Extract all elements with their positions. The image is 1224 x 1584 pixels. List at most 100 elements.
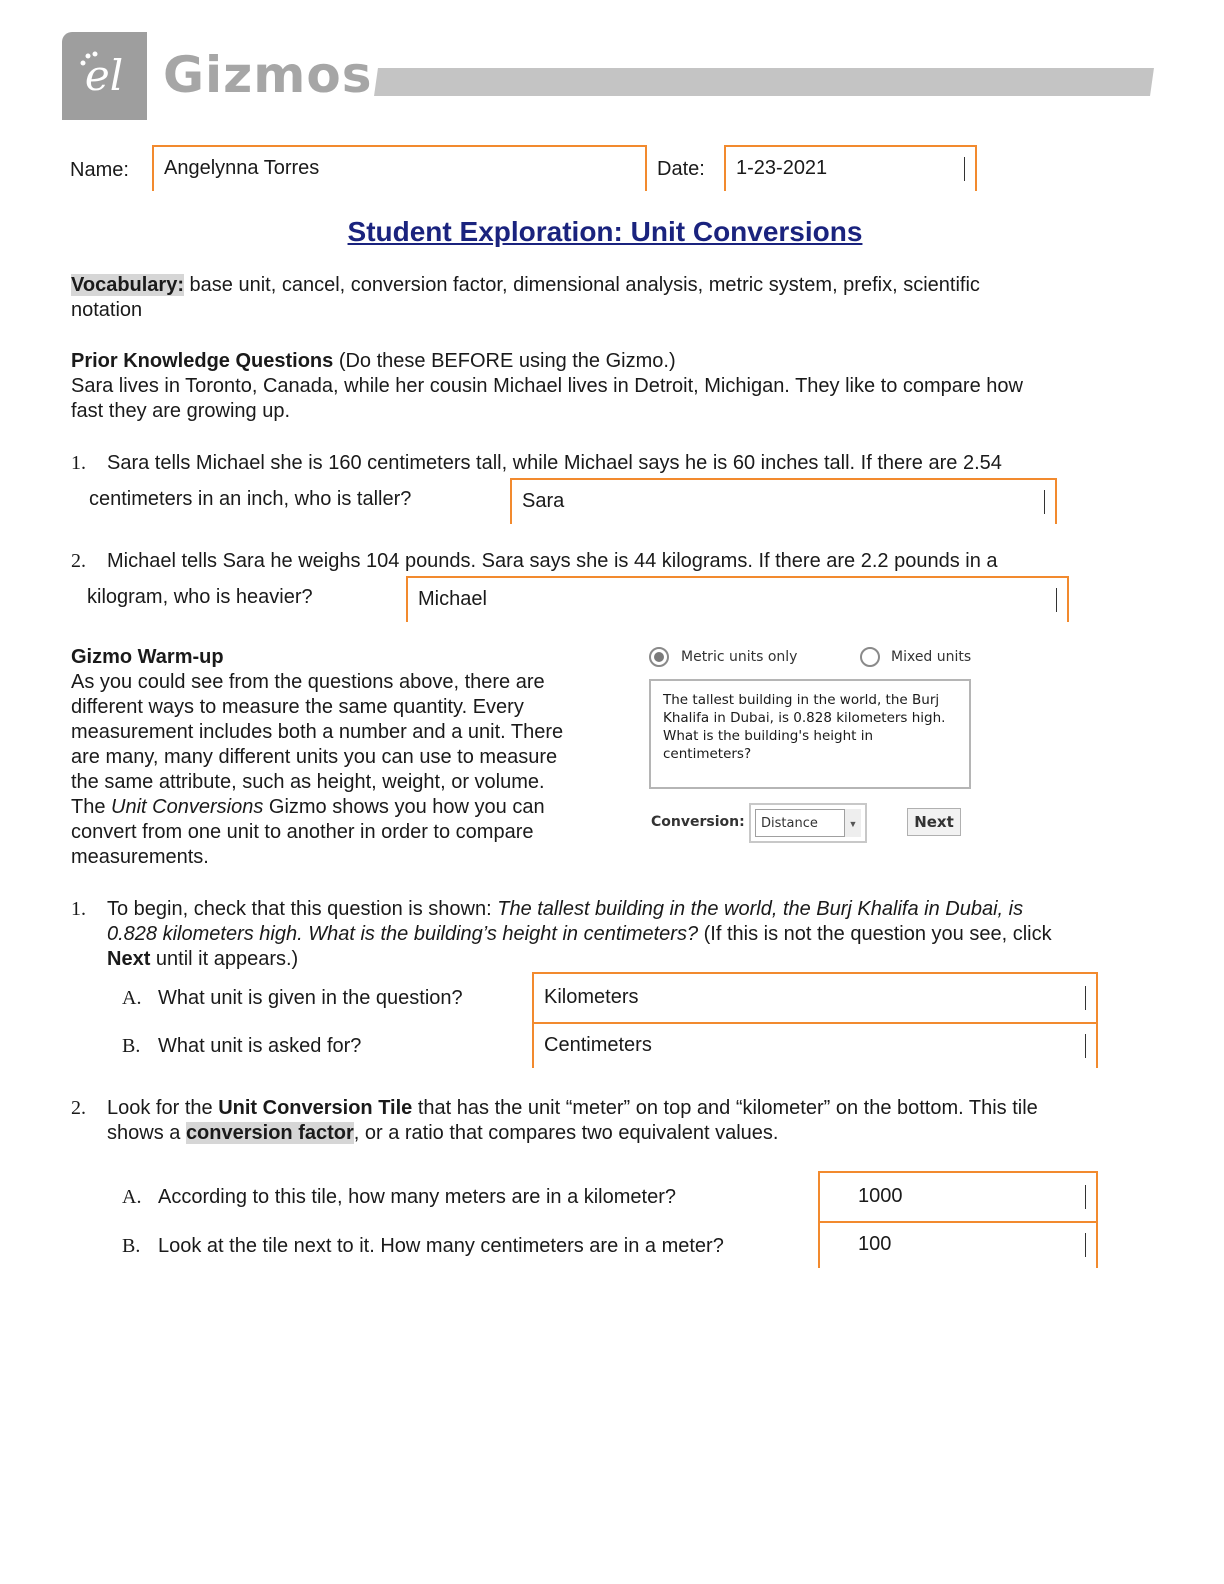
- date-label: Date:: [657, 158, 705, 180]
- prior-q1-answer-field[interactable]: Sara: [510, 478, 1057, 524]
- warmup-section: Gizmo Warm-up As you could see from the …: [71, 645, 631, 870]
- question-2-number: 2.: [71, 1097, 86, 1119]
- vocabulary-section: Vocabulary: base unit, cancel, conversio…: [71, 273, 1171, 323]
- warmup-line: measurements.: [71, 846, 209, 868]
- name-label: Name:: [70, 159, 129, 181]
- question-1-number: 1.: [71, 898, 86, 920]
- prior-q2-answer: Michael: [418, 588, 487, 610]
- prior-heading: Prior Knowledge Questions: [71, 350, 334, 372]
- question-2b-text: Look at the tile next to it. How many ce…: [158, 1235, 724, 1257]
- question-1b-answer-field[interactable]: Centimeters: [534, 1022, 1096, 1068]
- vocabulary-label: Vocabulary:: [71, 274, 184, 296]
- conversion-label: Conversion:: [651, 814, 745, 830]
- question-1a-text: What unit is given in the question?: [158, 987, 463, 1009]
- conversion-select-value: Distance: [761, 816, 818, 831]
- question-2-text-end: , or a ratio that compares two equivalen…: [353, 1122, 779, 1144]
- explorelearning-logo-icon: el: [80, 51, 123, 100]
- question-2a: A.According to this tile, how many meter…: [122, 1185, 676, 1210]
- question-2-answer-table: 1000 100: [818, 1171, 1098, 1268]
- question-2-text-cont: that has the unit “meter” on top and “ki…: [412, 1097, 1038, 1119]
- prior-intro-cont: fast they are growing up.: [71, 400, 291, 422]
- text-caret: [1044, 490, 1045, 514]
- date-field[interactable]: 1-23-2021: [724, 145, 977, 191]
- prior-q2-text: Michael tells Sara he weighs 104 pounds.…: [107, 550, 998, 572]
- gizmo-question-line: What is the building's height in centime…: [663, 728, 874, 762]
- prior-q2-text-cont: kilogram, who is heavier?: [87, 586, 313, 608]
- warmup-heading: Gizmo Warm-up: [71, 646, 224, 668]
- brand-title: Gizmos: [163, 46, 373, 104]
- text-caret: [964, 157, 965, 181]
- radio-metric-label: Metric units only: [681, 649, 798, 665]
- question-1-text-end: until it appears.): [150, 948, 299, 970]
- question-2a-text: According to this tile, how many meters …: [158, 1186, 676, 1208]
- question-1a: A. What unit is given in the question?: [122, 986, 463, 1011]
- text-caret: [1085, 1185, 1086, 1209]
- warmup-line: the same attribute, such as height, weig…: [71, 771, 545, 793]
- question-1b-text: What unit is asked for?: [158, 1035, 362, 1057]
- warmup-line: As you could see from the questions abov…: [71, 671, 545, 693]
- question-2a-answer-field[interactable]: 1000: [820, 1173, 1096, 1223]
- gizmo-question-box: The tallest building in the world, the B…: [649, 679, 971, 789]
- question-2b-answer: 100: [858, 1233, 892, 1255]
- question-2b: B. Look at the tile next to it. How many …: [122, 1234, 724, 1259]
- next-reference: Next: [107, 948, 151, 970]
- warmup-line: measurement includes both a number and a…: [71, 721, 564, 743]
- gizmo-question-line: Khalifa in Dubai, is 0.828 kilometers hi…: [663, 710, 946, 726]
- radio-metric-units[interactable]: [649, 647, 669, 667]
- text-caret: [1085, 1034, 1086, 1058]
- question-1-quoted-cont: 0.828 kilometers high. What is the build…: [107, 923, 699, 945]
- prior-intro: Sara lives in Toronto, Canada, while her…: [71, 375, 1023, 397]
- header-bar: [374, 68, 1154, 96]
- text-caret: [1056, 588, 1057, 612]
- next-button[interactable]: Next: [907, 808, 961, 836]
- warmup-line: The: [71, 796, 112, 818]
- conversion-select[interactable]: Distance ▼: [749, 803, 867, 843]
- question-2: 2. Look for the Unit Conversion Tile that…: [71, 1096, 1171, 1146]
- gizmos-logo: el: [62, 32, 147, 120]
- date-value: 1-23-2021: [736, 157, 828, 179]
- prior-q1-answer: Sara: [522, 490, 565, 512]
- question-1a-answer-field[interactable]: Kilometers: [534, 974, 1096, 1024]
- prior-q1-text-cont: centimeters in an inch, who is taller?: [89, 488, 412, 510]
- chevron-down-icon[interactable]: ▼: [844, 809, 861, 837]
- name-field[interactable]: Angelynna Torres: [152, 145, 647, 191]
- question-1-text-cont: (If this is not the question you see, cl…: [698, 923, 1052, 945]
- unit-conversion-tile-term: Unit Conversion Tile: [218, 1097, 413, 1119]
- prior-q2-answer-field[interactable]: Michael: [406, 576, 1069, 622]
- name-value: Angelynna Torres: [164, 157, 320, 179]
- text-caret: [1085, 986, 1086, 1010]
- question-1b-letter: B.: [122, 1035, 141, 1057]
- radio-mixed-label: Mixed units: [891, 649, 972, 665]
- question-1a-letter: A.: [122, 987, 142, 1009]
- gizmo-question-line: The tallest building in the world, the B…: [663, 692, 940, 708]
- question-2a-answer: 1000: [858, 1185, 903, 1207]
- question-2-text-line2: shows a: [107, 1122, 186, 1144]
- prior-heading-note: (Do these BEFORE using the Gizmo.): [333, 350, 676, 372]
- prior-q1-number: 1.: [71, 452, 86, 474]
- conversion-factor-term: conversion factor: [185, 1122, 354, 1144]
- question-1-answer-table: Kilometers Centimeters: [532, 972, 1098, 1068]
- prior-q1-text: Sara tells Michael she is 160 centimeter…: [107, 452, 1002, 474]
- prior-q1: 1. Sara tells Michael she is 160 centimet…: [71, 451, 1002, 476]
- prior-knowledge-section: Prior Knowledge Questions (Do these BEFO…: [71, 349, 1171, 424]
- gizmo-name: Unit Conversions: [111, 796, 264, 818]
- question-1: 1. To begin, check that this question is …: [71, 897, 1171, 972]
- prior-q2-number: 2.: [71, 550, 86, 572]
- question-2-text: Look for the: [107, 1097, 219, 1119]
- question-1a-answer: Kilometers: [544, 986, 639, 1008]
- question-2b-answer-field[interactable]: 100: [820, 1221, 1096, 1268]
- svg-text:el: el: [85, 51, 123, 100]
- vocabulary-terms-cont: notation: [71, 299, 143, 321]
- question-1b-answer: Centimeters: [544, 1034, 652, 1056]
- warmup-line: different ways to measure the same quant…: [71, 696, 524, 718]
- radio-mixed-units[interactable]: [860, 647, 880, 667]
- page-title: Student Exploration: Unit Conversions: [347, 216, 863, 247]
- warmup-line: Gizmo shows you how you can: [263, 796, 545, 818]
- prior-q2: 2. Michael tells Sara he weighs 104 pound…: [71, 549, 998, 574]
- warmup-line: are many, many different units you can u…: [71, 746, 558, 768]
- question-2b-letter: B.: [122, 1235, 141, 1257]
- question-1-quoted: The tallest building in the world, the B…: [497, 898, 1024, 920]
- question-1-text: To begin, check that this question is sh…: [107, 898, 498, 920]
- question-1b: B. What unit is asked for?: [122, 1034, 361, 1059]
- vocabulary-terms: base unit, cancel, conversion factor, di…: [184, 274, 980, 296]
